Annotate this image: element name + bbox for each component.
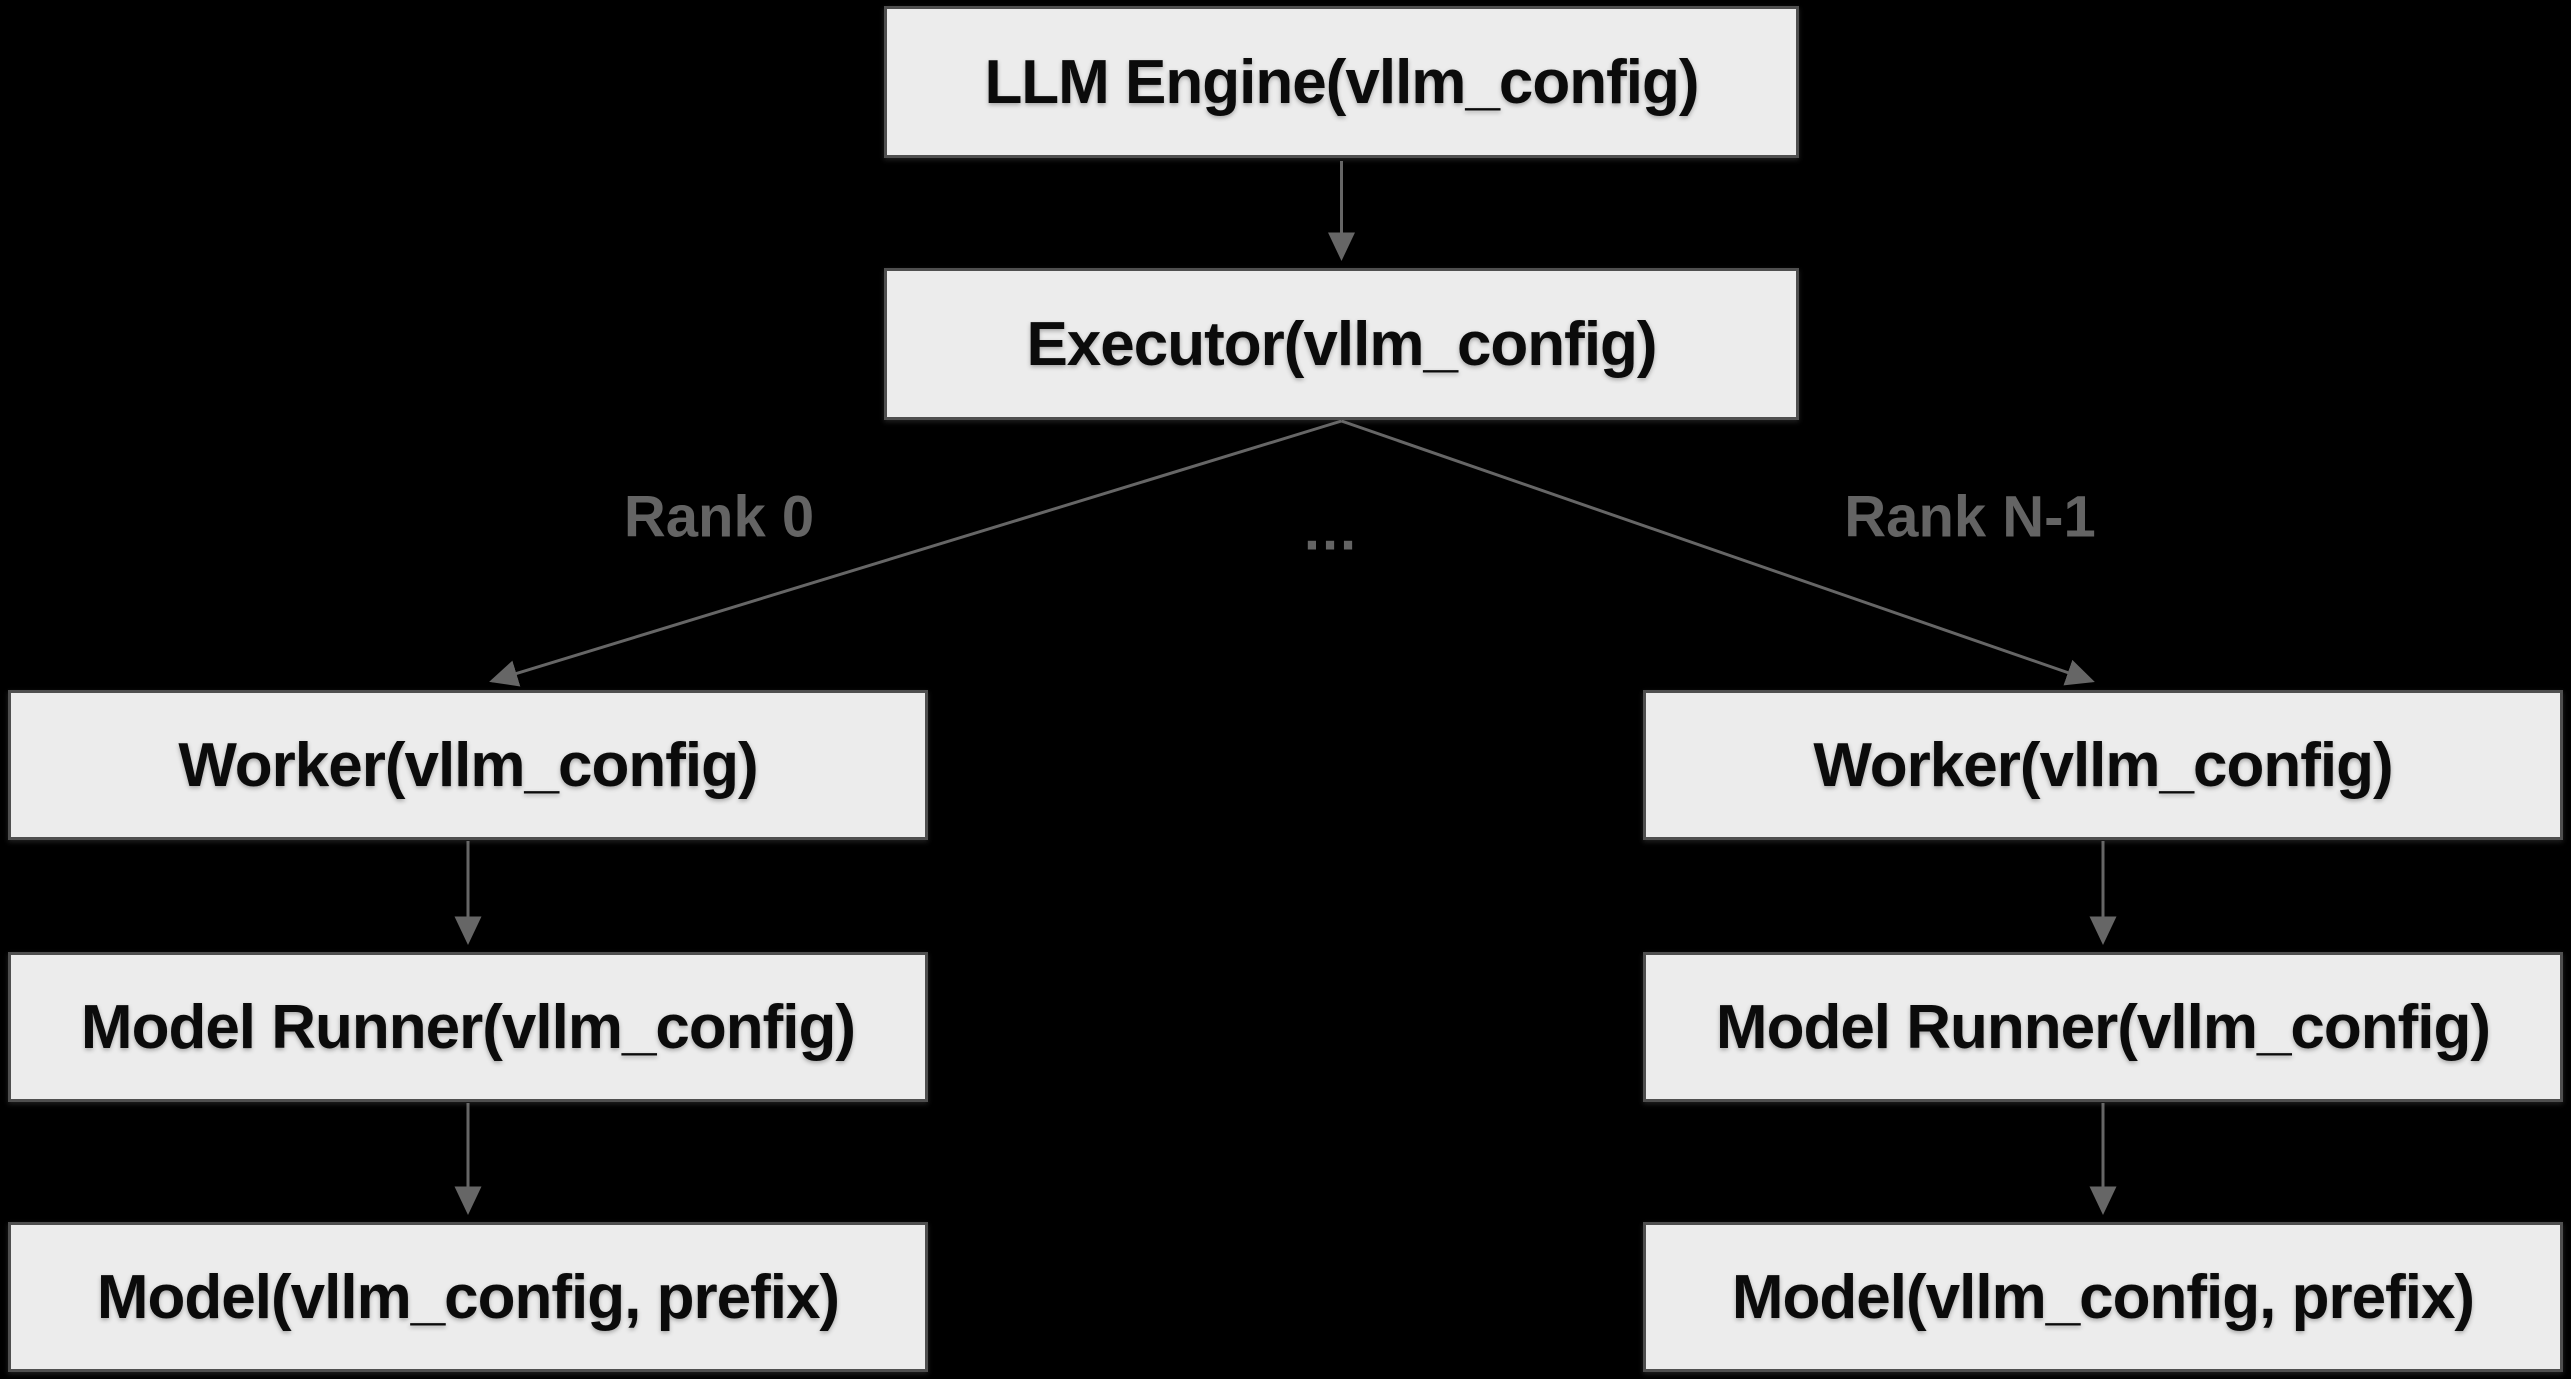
- node-worker-rank-0: Worker(vllm_config): [8, 690, 928, 840]
- node-executor-label: Executor(vllm_config): [1026, 309, 1657, 379]
- edge-label-ellipsis: ...: [1303, 497, 1359, 563]
- node-executor: Executor(vllm_config): [884, 268, 1799, 420]
- node-worker-rank-0-label: Worker(vllm_config): [178, 730, 758, 800]
- node-model-rank-0-label: Model(vllm_config, prefix): [96, 1262, 840, 1332]
- node-worker-rank-n-1-label: Worker(vllm_config): [1813, 730, 2393, 800]
- edge-label-rank-n-1: Rank N-1: [1844, 484, 2096, 550]
- node-model-rank-n-1-label: Model(vllm_config, prefix): [1731, 1262, 2475, 1332]
- node-model-runner-rank-n-1-label: Model Runner(vllm_config): [1715, 992, 2491, 1062]
- node-model-rank-n-1: Model(vllm_config, prefix): [1643, 1222, 2563, 1372]
- node-worker-rank-n-1: Worker(vllm_config): [1643, 690, 2563, 840]
- node-model-rank-0: Model(vllm_config, prefix): [8, 1222, 928, 1372]
- node-llm-engine-label: LLM Engine(vllm_config): [984, 47, 1699, 117]
- node-model-runner-rank-0-label: Model Runner(vllm_config): [80, 992, 856, 1062]
- edge-executor-to-worker-right: [1341, 419, 2095, 686]
- node-model-runner-rank-n-1: Model Runner(vllm_config): [1643, 952, 2563, 1102]
- node-llm-engine: LLM Engine(vllm_config): [884, 6, 1799, 158]
- edge-executor-to-worker-left: [489, 419, 1342, 687]
- node-model-runner-rank-0: Model Runner(vllm_config): [8, 952, 928, 1102]
- edge-label-rank-0: Rank 0: [623, 484, 815, 550]
